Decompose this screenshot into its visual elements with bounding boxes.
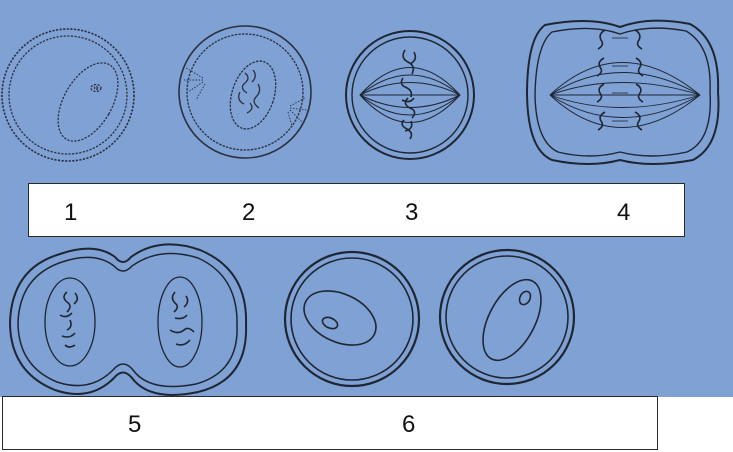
daughter-cells-icon (285, 250, 574, 386)
stage-label-1: 1 (64, 201, 77, 225)
label-box-row1 (28, 183, 685, 237)
stage-label-5: 5 (128, 413, 141, 437)
stage-label-6: 6 (402, 413, 415, 437)
stage-label-2: 2 (242, 201, 255, 225)
anaphase-cell-icon (527, 21, 718, 164)
stage-label-3: 3 (405, 201, 418, 225)
label-box-row2 (2, 396, 658, 450)
prophase-cell-icon (179, 26, 311, 158)
interphase-cell-icon (2, 29, 134, 161)
stage-label-4: 4 (617, 201, 630, 225)
metaphase-cell-icon (346, 31, 474, 159)
telophase-cell-icon (10, 244, 246, 395)
